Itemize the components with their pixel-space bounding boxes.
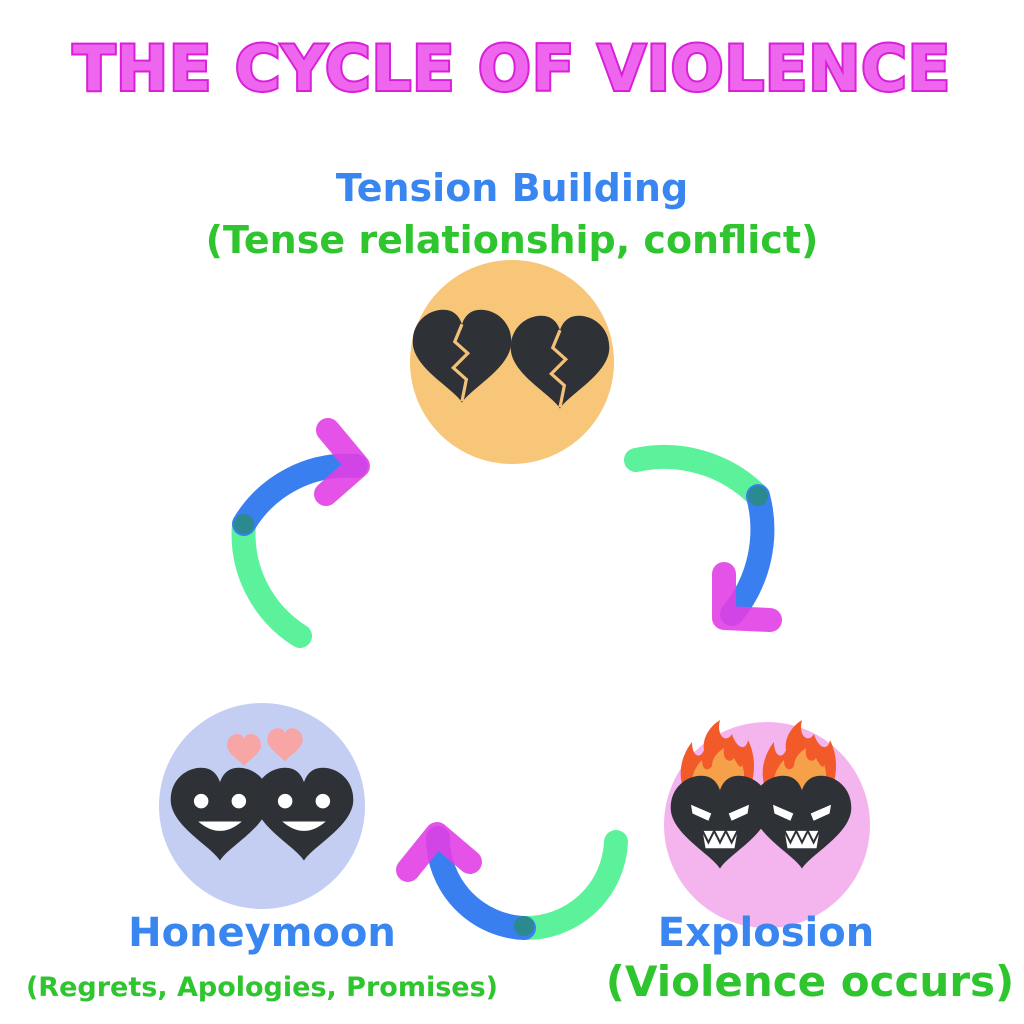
tension-stage-node (410, 260, 614, 464)
honeymoon-stage-node (159, 703, 365, 909)
title-text: THE CYCLE OF VIOLENCE (73, 32, 951, 105)
arrow-explosion-to-honeymoon (396, 822, 628, 941)
tension-circle (410, 260, 614, 464)
arrow-tension-to-explosion (624, 444, 782, 632)
tension-stage-name: Tension Building (336, 166, 688, 210)
arrow-honeymoon-to-tension (231, 418, 370, 648)
tension-stage-description: (Tense relationship, conflict) (206, 218, 819, 262)
page-title: THE CYCLE OF VIOLENCE (71, 30, 952, 107)
angry-flaming-hearts-icon (670, 720, 852, 869)
honeymoon-stage-name: Honeymoon (128, 910, 396, 956)
explosion-stage-description: (Violence occurs) (606, 957, 1014, 1006)
explosion-stage-name: Explosion (658, 910, 874, 956)
honeymoon-stage-description: (Regrets, Apologies, Promises) (26, 972, 498, 1003)
broken-hearts-icon (412, 309, 610, 409)
explosion-stage-node (664, 720, 870, 928)
smiling-hearts-icon (170, 728, 354, 861)
